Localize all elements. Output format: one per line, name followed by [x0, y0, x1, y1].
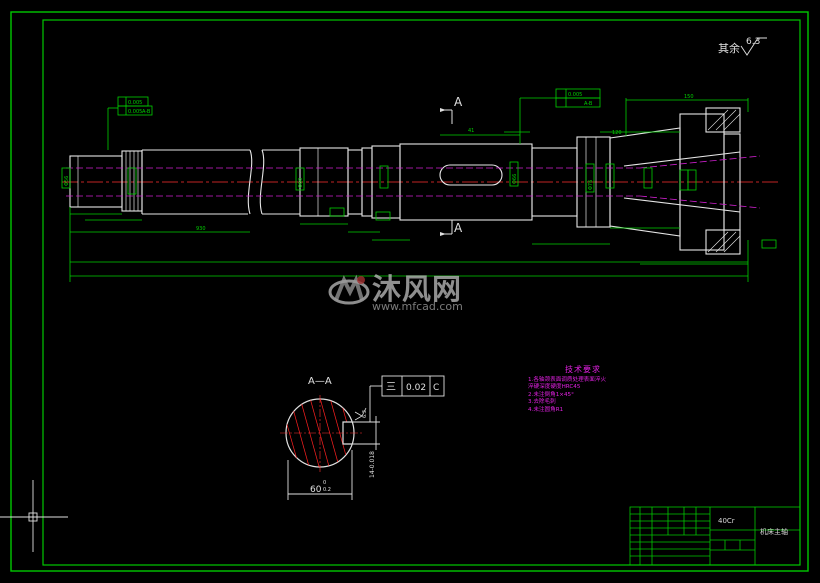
dim-dia-c: Φ66: [512, 174, 518, 184]
tech-req-item-2: 淬硬深度硬度HRC45: [528, 384, 581, 391]
dim-dia-a: Φ56: [64, 176, 70, 186]
dim-len-total: 930: [196, 226, 206, 232]
inner-frame: [42, 19, 801, 566]
ftol-1c: A-B: [142, 109, 151, 115]
title-block-part-name: 机床主轴: [760, 528, 788, 536]
ftol-1b: 0.005: [128, 109, 142, 115]
section-roughness-symbol: [354, 407, 367, 421]
roughness-note-value: 6.3: [746, 37, 760, 47]
section-width-dim: 60: [310, 485, 322, 495]
dim-dia-d: Φ76: [588, 180, 594, 190]
shaft-outline: [69, 107, 741, 255]
watermark-brand: 沐风网: [372, 272, 463, 306]
tech-req-title: 技术要求: [565, 365, 601, 374]
tech-req-item-3: 2.未注倒角1×45°: [528, 391, 574, 398]
ftol-1a: 0.005: [128, 100, 142, 106]
tech-req-item-1: 1.各轴颈表面调质处理表面淬火: [528, 376, 607, 383]
title-block: [629, 506, 801, 566]
watermark-url: www.mfcad.com: [372, 300, 463, 313]
dim-dia-b: Φ60: [298, 178, 304, 188]
section-tol-value: 0.02: [406, 383, 426, 393]
section-width-tol-upper: 0: [323, 480, 326, 486]
section-tol-datum: C: [433, 383, 439, 393]
shaft-main-view: 0.005 0.005 A-B 0.005 A-B 930 150 41 120…: [61, 88, 780, 282]
section-view-a-a: A—A: [280, 375, 445, 500]
technical-requirements: 技术要求 1.各轴颈表面调质处理表面淬火 淬硬深度硬度HRC45 2.未注倒角1…: [528, 366, 638, 415]
section-mark-bottom: A: [454, 221, 463, 235]
roughness-note-symbol: [740, 37, 767, 56]
ftol-2b: A-B: [584, 101, 593, 107]
outer-frame: [10, 11, 809, 572]
section-view-title: A—A: [308, 376, 332, 387]
keyway-slot: [439, 164, 503, 186]
dim-len-right: 150: [684, 94, 694, 100]
crosshair-cursor: [0, 480, 68, 552]
section-mark-top: A: [454, 95, 463, 109]
watermark-logo-icon: [328, 274, 370, 305]
tech-req-item-4: 3.去除毛刺: [528, 399, 556, 406]
section-tol-symbol: 三: [386, 382, 396, 393]
ftol-2a: 0.005: [568, 92, 582, 98]
dim-len-b: 120: [612, 130, 622, 136]
dim-len-a: 41: [468, 128, 474, 134]
section-roughness-value: 6.3: [362, 410, 368, 418]
tech-req-item-5: 4.未注圆角R1: [528, 406, 564, 413]
watermark: 沐风网 www.mfcad.com: [328, 268, 493, 316]
roughness-note-label: 其余: [718, 41, 740, 55]
title-block-material: 40Cr: [718, 517, 735, 525]
section-depth-dim: 14-0.018: [369, 451, 376, 478]
section-width-tol-lower: 0.2: [323, 487, 331, 493]
